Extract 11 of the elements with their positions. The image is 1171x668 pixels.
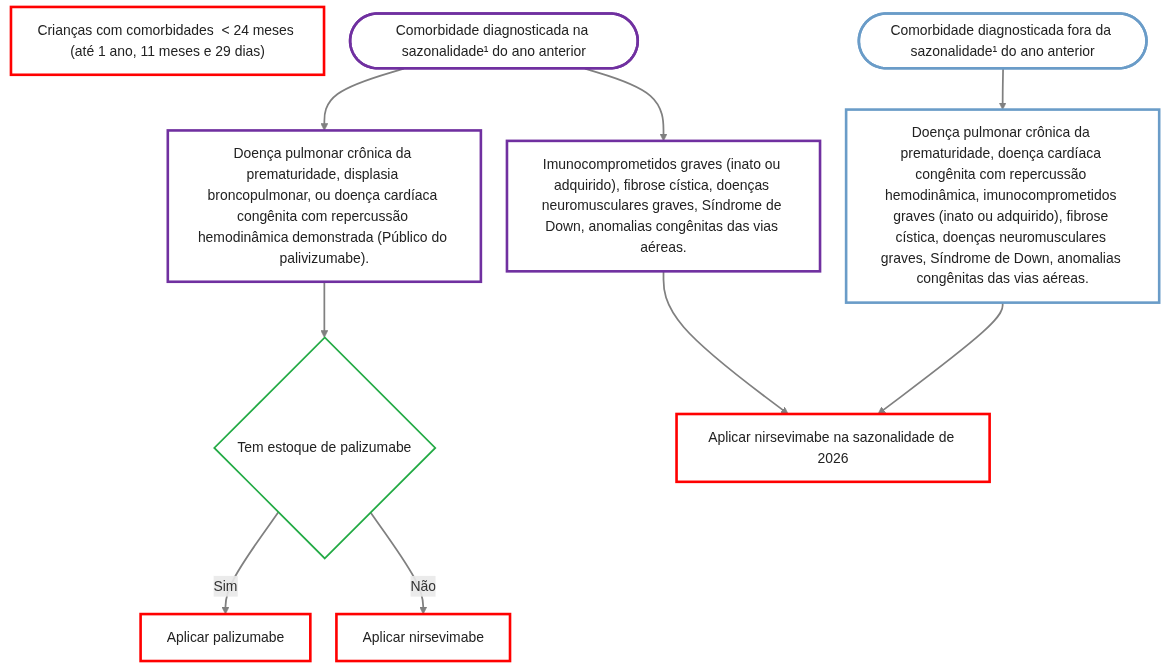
node-box: Aplicar nirsevimabe na sazonalidade de 2026 [675, 412, 992, 484]
node-box: Doença pulmonar crônica da prematuridade, doença cardíaca congênita com repercussão hemodinâmica, imunocomprometidos graves (inato ou adquirido), fibrose cística, doenças neuromusculares graves, Síndrome de Down, anomalias congênitas das vias aéreas. [845, 108, 1161, 304]
node-box: Crianças com comorbidades < 24 meses (até 1 ano, 11 meses e 29 dias) [10, 5, 326, 77]
edge-label: Não [410, 578, 437, 594]
node-diamond: Tem estoque de palizumabe [213, 336, 437, 560]
edge-label: Sim [213, 578, 238, 594]
node-box: Imunocomprometidos graves (inato ou adquirido), fibrose cística, doenças neuromusculares graves, Síndrome de Down, anomalias congênitas das vias aéreas. [506, 139, 822, 273]
node-box: Aplicar palizumabe [139, 612, 313, 663]
arrow [222, 511, 280, 615]
node-box: Aplicar nirsevimabe [335, 612, 512, 663]
node-box: Doença pulmonar crônica da prematuridade, displasia broncopulmonar, ou doença cardíaca congênita com repercussão hemodinâmica demonstrada (Público do palivizumabe). [166, 129, 483, 284]
